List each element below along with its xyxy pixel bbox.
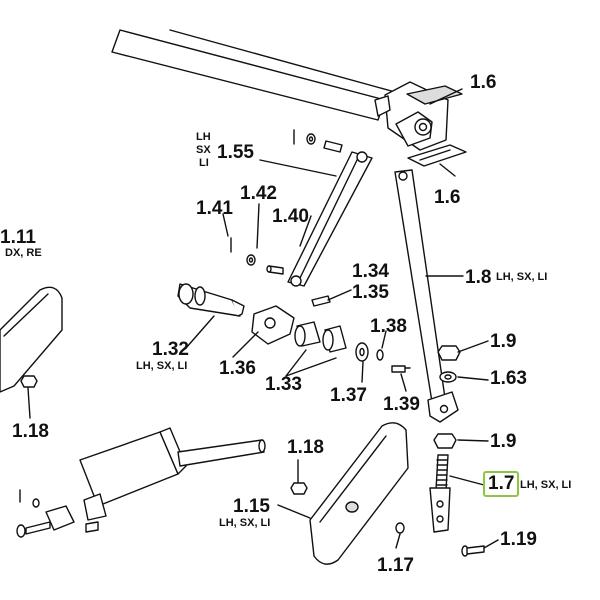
pad-1-15 xyxy=(309,422,409,565)
nut-1-9-lower xyxy=(433,433,457,449)
label-1-18-mid: 1.18 xyxy=(287,437,324,458)
washer-1-38 xyxy=(376,349,384,361)
label-1-36: 1.36 xyxy=(219,358,256,379)
label-1-32-sub: LH, SX, LI xyxy=(136,360,188,372)
bolt-1-19 xyxy=(461,545,485,557)
clevis-1-32 xyxy=(177,283,245,317)
label-1-6-top: 1.6 xyxy=(470,72,497,93)
block-1-36 xyxy=(251,305,295,345)
label-1-6-bottom: 1.6 xyxy=(434,187,461,208)
bolt-1-39 xyxy=(391,365,411,373)
bushing-1-33-a xyxy=(294,321,321,347)
strut xyxy=(394,169,459,423)
label-1-55-li: LI xyxy=(199,157,209,169)
pad-1-11 xyxy=(0,286,63,393)
label-1-42: 1.42 xyxy=(240,183,277,204)
label-1-37: 1.37 xyxy=(330,385,367,406)
bottom-left-bracket xyxy=(16,489,99,538)
hinge-bracket xyxy=(374,81,463,151)
pin-1-34 xyxy=(311,295,331,307)
actuator xyxy=(79,427,266,521)
nut-1-18-left xyxy=(20,375,38,388)
label-1-63: 1.63 xyxy=(490,368,527,389)
label-1-17: 1.17 xyxy=(377,555,414,576)
label-1-7-sub: LH, SX, LI xyxy=(520,479,572,491)
washer-1-55 xyxy=(306,133,316,145)
nut-1-18-mid xyxy=(290,482,308,495)
washer-1-63 xyxy=(439,371,457,383)
label-1-7-highlighted[interactable]: 1.7 xyxy=(483,471,520,497)
label-1-15-sub: LH, SX, LI xyxy=(219,517,271,529)
top-arm xyxy=(111,29,396,121)
label-1-39: 1.39 xyxy=(383,394,420,415)
label-1-11-sub: DX, RE xyxy=(5,247,42,259)
washer-1-17 xyxy=(395,522,405,534)
label-1-55-lh: LH xyxy=(196,131,211,143)
pin-1-40 xyxy=(266,265,284,275)
rod-end-1-7 xyxy=(429,454,451,533)
label-1-9-lower: 1.9 xyxy=(490,431,517,452)
label-1-32: 1.32 xyxy=(152,339,189,360)
label-1-15: 1.15 xyxy=(233,496,270,517)
label-1-8: 1.8 xyxy=(465,267,492,288)
label-1-8-sub: LH, SX, LI xyxy=(496,271,548,283)
label-1-35: 1.35 xyxy=(352,282,389,303)
leader-lines xyxy=(27,88,499,549)
label-1-19: 1.19 xyxy=(500,529,537,550)
label-1-41: 1.41 xyxy=(196,198,233,219)
washer-1-42 xyxy=(246,254,256,266)
label-1-34: 1.34 xyxy=(352,261,389,282)
bushing-1-33-b xyxy=(322,325,347,353)
link-1-55 xyxy=(287,151,373,287)
label-1-55-sx: SX xyxy=(196,144,211,156)
label-1-18-left: 1.18 xyxy=(12,421,49,442)
plate-1-6 xyxy=(407,144,467,167)
label-1-33: 1.33 xyxy=(265,374,302,395)
label-1-11: 1.11 xyxy=(0,227,36,248)
label-1-55: 1.55 xyxy=(217,142,254,163)
pin-1-55 xyxy=(323,140,343,153)
label-1-9-upper: 1.9 xyxy=(490,331,517,352)
label-1-38: 1.38 xyxy=(370,316,407,337)
nut-1-9-upper xyxy=(437,345,461,361)
label-1-40: 1.40 xyxy=(272,206,309,227)
washer-1-37 xyxy=(355,342,369,362)
